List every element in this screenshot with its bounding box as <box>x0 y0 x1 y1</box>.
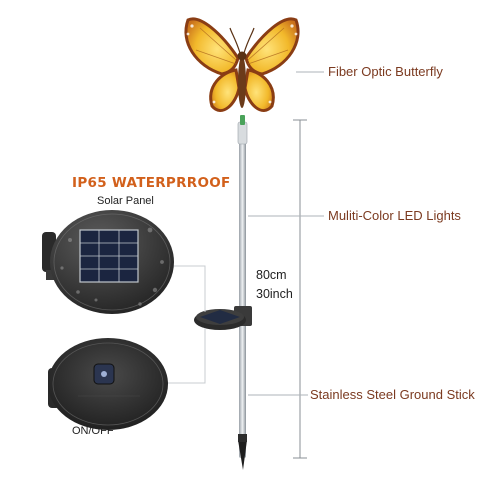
led-lights-callout: Muliti-Color LED Lights <box>328 208 461 223</box>
ground-stick-callout: Stainless Steel Ground Stick <box>310 387 475 402</box>
ground-stake <box>237 115 248 470</box>
callout-lines <box>248 71 324 396</box>
height-metric: 80cm <box>256 268 287 282</box>
detail-connectors <box>165 265 206 384</box>
switch-detail <box>48 338 168 430</box>
height-bracket <box>293 119 307 459</box>
butterfly-figure <box>184 17 300 112</box>
stake-solar-unit <box>194 306 252 330</box>
height-imperial: 30inch <box>256 287 293 301</box>
solar-panel-label: Solar Panel <box>97 195 154 207</box>
butterfly-callout: Fiber Optic Butterfly <box>328 64 443 79</box>
waterproof-rating: IP65 WATERPRROOF <box>72 175 231 191</box>
on-off-label: ON/OFF <box>72 425 114 437</box>
solar-panel-detail <box>42 210 174 314</box>
